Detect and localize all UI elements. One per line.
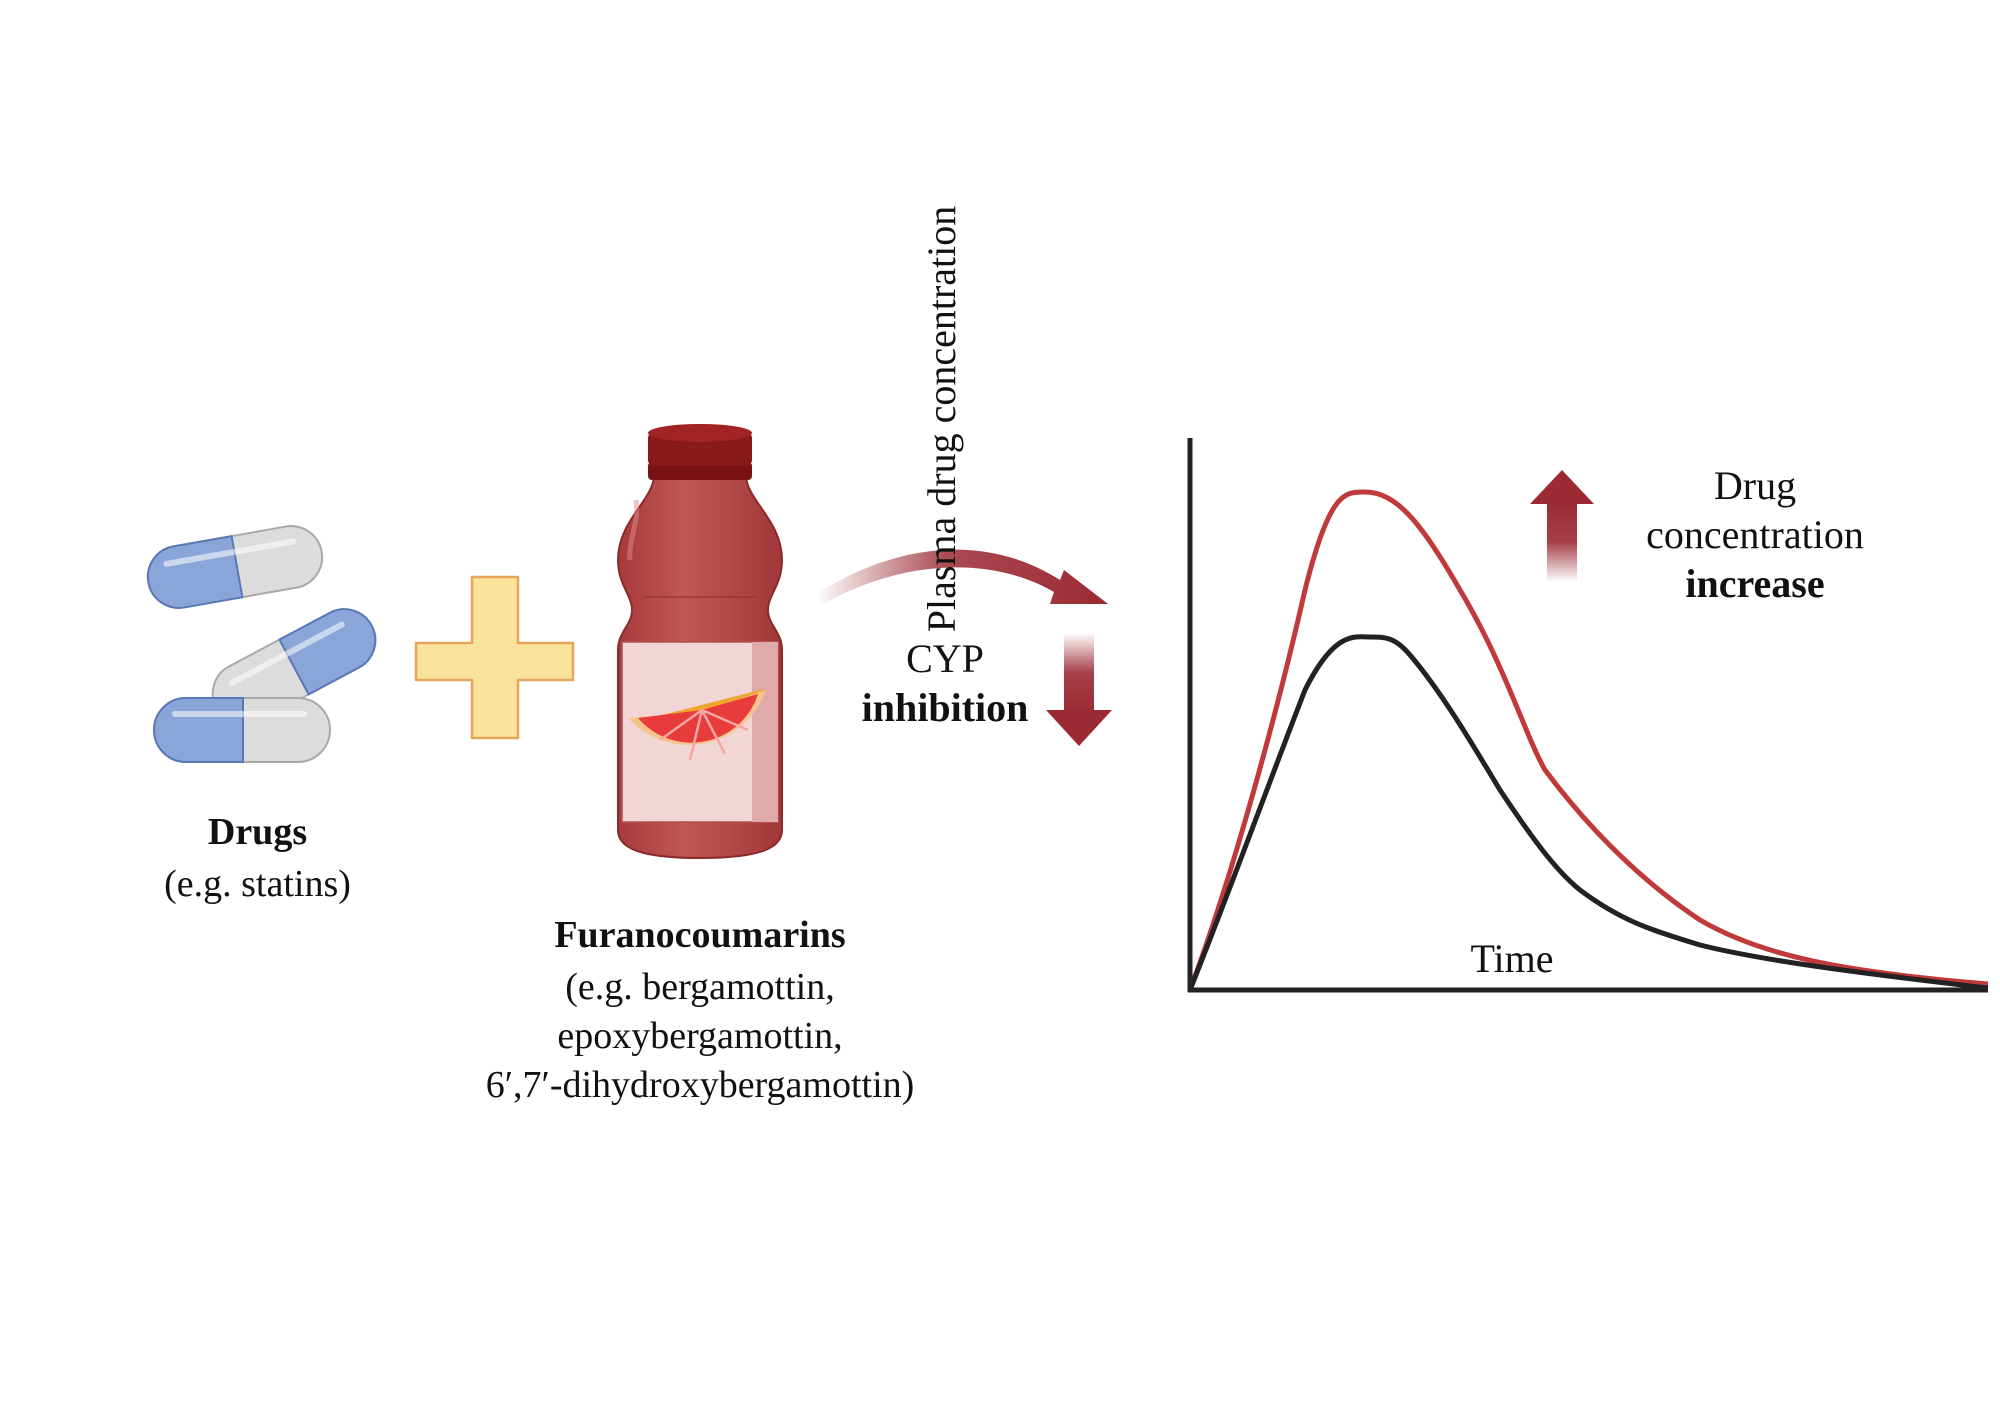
curve-drug-alone: [1187, 634, 1989, 991]
capsule-bottom: [153, 697, 331, 763]
increase-label-1: Drug: [1713, 463, 1797, 508]
curved-arrow-icon: [815, 549, 1108, 605]
grapefruit-slice-icon: [628, 690, 766, 761]
drugs-example: (e.g. statins): [164, 863, 351, 905]
y-axis-label: Plasma drug concentration: [919, 205, 964, 633]
curve-with-furanocoumarins: [1187, 489, 1989, 991]
cyp-label: CYP: [906, 636, 984, 681]
up-arrow-icon: [1530, 470, 1594, 582]
capsule-top: [146, 525, 324, 609]
increase-label-2: concentration: [1646, 512, 1864, 557]
furanocoumarins-example-1: (e.g. bergamottin,: [565, 966, 835, 1008]
furanocoumarins-example-2: epoxybergamottin,: [557, 1015, 843, 1057]
plus-icon: [414, 575, 575, 740]
down-arrow-icon: [1046, 633, 1112, 746]
cyp-inhibition-label: inhibition: [861, 685, 1029, 730]
x-axis-label: Time: [1470, 936, 1554, 981]
pk-chart: [1187, 438, 1989, 993]
drugs-title: Drugs: [207, 811, 308, 853]
increase-label-3: increase: [1685, 561, 1825, 606]
furanocoumarins-example-3: 6′,7′-dihydroxybergamottin): [485, 1064, 915, 1106]
juice-bottle-icon: [616, 424, 784, 860]
capsule-middle: [211, 608, 377, 726]
furanocoumarins-title: Furanocoumarins: [554, 914, 846, 956]
